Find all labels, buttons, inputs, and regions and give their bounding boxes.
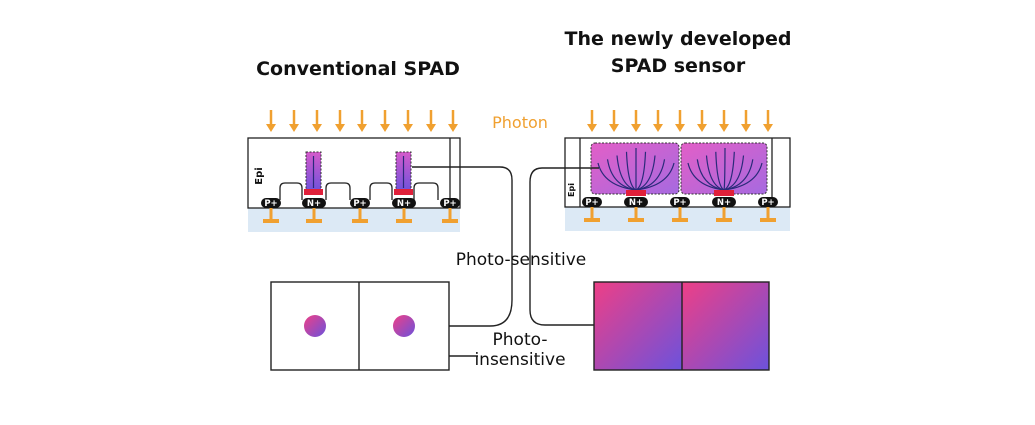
new-contact-4	[716, 207, 732, 222]
photon-label: Photon	[492, 113, 548, 132]
conventional-chip-label-2: N+	[307, 199, 321, 209]
conventional-chip-label-1: P+	[264, 199, 277, 209]
new-top-view	[593, 281, 770, 371]
new-pixel-2	[682, 282, 769, 370]
photon-arrow-left-7	[403, 110, 413, 132]
conventional-cross-section: Epi P+ N+ P+ N+ P+	[247, 137, 461, 232]
conventional-contact-3	[352, 208, 368, 223]
photo-insensitive-label-line1: Photo-	[493, 330, 548, 350]
photon-arrows-new	[587, 110, 773, 132]
conventional-bump-3	[369, 182, 393, 200]
new-field-line-a-4	[625, 151, 637, 191]
conventional-sensitive-dot-1	[304, 315, 326, 337]
photon-arrow-right-9	[763, 110, 773, 132]
title-new-line2: SPAD sensor	[611, 55, 746, 77]
title-conventional: Conventional SPAD	[256, 58, 460, 80]
new-cross-section: Epi P+ N+ P+ N+ P+	[564, 137, 791, 231]
new-contact-3	[672, 207, 688, 222]
new-chip-3: P+	[670, 197, 690, 208]
conventional-epi-box	[247, 137, 461, 209]
conventional-chip-1: P+	[261, 198, 281, 209]
new-chip-5: P+	[758, 197, 778, 208]
conventional-epi-label: Epi	[254, 167, 265, 184]
photon-arrow-right-4	[653, 110, 663, 132]
photon-arrow-right-2	[609, 110, 619, 132]
conventional-n-region-2	[394, 189, 413, 195]
new-contact-5	[760, 207, 776, 222]
conventional-top-view	[270, 281, 450, 371]
new-epi-label: Epi	[567, 183, 576, 197]
photon-arrows-conventional	[266, 110, 458, 132]
new-contact-1	[584, 207, 600, 222]
new-chip-2: N+	[624, 197, 648, 208]
new-chip-label-3: P+	[673, 198, 686, 208]
conventional-chip-3: P+	[350, 198, 370, 209]
photo-sensitive-label: Photo-sensitive	[456, 250, 587, 270]
photon-arrow-right-5	[675, 110, 685, 132]
new-field-line-b-3	[705, 155, 725, 191]
photon-arrow-left-4	[335, 110, 345, 132]
new-n-region-2	[714, 190, 734, 196]
new-contact-2	[628, 207, 644, 222]
conventional-contact-5	[442, 208, 458, 223]
photon-arrow-right-1	[587, 110, 597, 132]
conventional-contact-2	[306, 208, 322, 223]
new-chip-label-5: P+	[761, 198, 774, 208]
connector-conventional	[412, 166, 513, 327]
photon-arrow-right-8	[741, 110, 751, 132]
conventional-chip-label-5: P+	[443, 199, 456, 209]
photon-arrow-left-6	[380, 110, 390, 132]
conventional-chip-5: P+	[440, 198, 460, 209]
new-field-line-b-4	[715, 151, 725, 191]
new-n-region-1	[626, 190, 646, 196]
conventional-sensitive-dot-2	[393, 315, 415, 337]
new-field-line-a-3	[616, 155, 637, 191]
photon-arrow-left-3	[312, 110, 322, 132]
connector-new	[529, 167, 599, 326]
photon-arrow-right-6	[697, 110, 707, 132]
new-chip-label-4: N+	[717, 198, 731, 208]
photon-arrow-left-8	[426, 110, 436, 132]
conventional-bump-4	[413, 182, 439, 200]
conventional-n-region-1	[304, 189, 323, 195]
new-chip-label-1: P+	[585, 198, 598, 208]
new-field-line-a-9	[635, 162, 675, 191]
conventional-pixel-frame	[270, 281, 450, 371]
photon-arrow-right-3	[631, 110, 641, 132]
photon-arrow-left-1	[266, 110, 276, 132]
photon-arrow-left-5	[357, 110, 367, 132]
conventional-chip-label-4: N+	[397, 199, 411, 209]
new-chip-4: N+	[712, 197, 736, 208]
photon-arrow-right-7	[719, 110, 729, 132]
conventional-chip-label-3: P+	[353, 199, 366, 209]
photo-insensitive-label-line2: insensitive	[474, 350, 565, 370]
new-pixel-1	[594, 282, 682, 370]
conventional-chip-2: N+	[302, 198, 326, 209]
new-chip-1: P+	[582, 197, 602, 208]
new-field-lines-1	[597, 148, 675, 191]
conventional-contact-1	[263, 208, 279, 223]
conventional-bump-2	[325, 182, 351, 200]
new-field-line-b-9	[723, 162, 763, 191]
new-field-lines-2	[687, 147, 763, 191]
photon-arrow-left-2	[289, 110, 299, 132]
new-sensitive-region-1	[590, 142, 680, 195]
conventional-chip-4: N+	[392, 198, 416, 209]
photon-arrow-left-9	[448, 110, 458, 132]
conventional-bump-1	[279, 182, 303, 200]
new-field-line-b-5	[723, 147, 726, 191]
title-new-line1: The newly developed	[565, 28, 792, 50]
new-chip-label-2: N+	[629, 198, 643, 208]
conventional-contact-4	[396, 208, 412, 223]
